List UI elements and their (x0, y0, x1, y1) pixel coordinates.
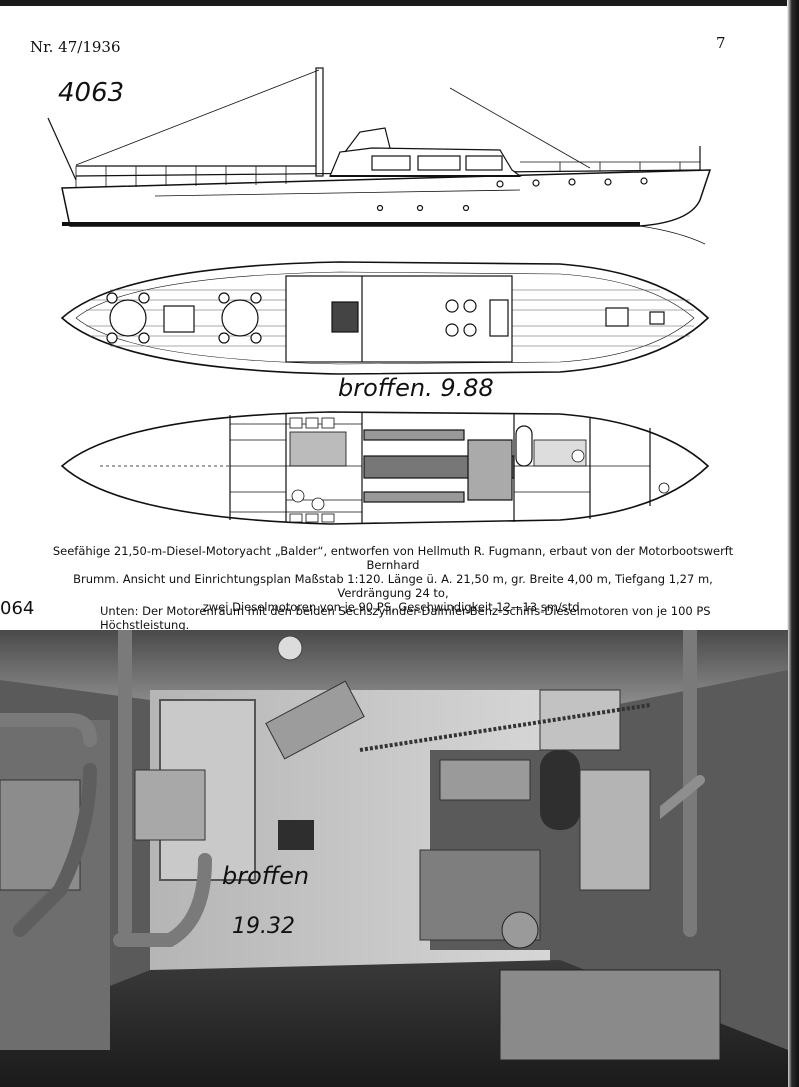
valve-fitting (278, 820, 314, 850)
caption-line-2: Brumm. Ansicht und Einrichtungsplan Maßs… (73, 572, 713, 600)
photo-caption: Unten: Der Motorenraum mit den beiden Se… (100, 604, 711, 632)
accommodation-plan (60, 411, 710, 525)
side-elevation (47, 67, 712, 245)
portholes (376, 177, 648, 212)
deck-furniture (106, 292, 665, 344)
hull-profile (61, 169, 712, 227)
handwritten-photo-note-2: 19.32 (232, 914, 295, 939)
deck-plan (60, 261, 710, 375)
yacht-drawings (47, 67, 712, 525)
right-engine (419, 689, 721, 1061)
drawing-caption: Seefähige 21,50-m-Diesel-Motoryacht „Bal… (48, 544, 738, 614)
wooden-beam (265, 680, 365, 760)
caption-line-1: Seefähige 21,50-m-Diesel-Motoryacht „Bal… (52, 544, 734, 572)
caption-line-3: zwei Dieselmotoren von je 90 PS, Geschwi… (202, 600, 584, 614)
engine-room-illustration (0, 630, 788, 1087)
page-right-edge (787, 0, 799, 1087)
ceiling-lamp (277, 635, 303, 661)
mast (315, 67, 324, 177)
handwritten-photo-number: 064 (0, 598, 35, 619)
issue-number: Nr. 47/1936 (30, 38, 121, 56)
page-top-edge (0, 0, 799, 6)
chain (359, 703, 651, 752)
page-number: 7 (716, 34, 726, 52)
handwritten-plan-number: 4063 (58, 78, 125, 108)
handwritten-photo-note-1: broffen (222, 862, 310, 890)
handwritten-plan-note: broffen. 9.88 (338, 374, 494, 402)
engine-room-photo: broffen 19.32 (0, 630, 788, 1087)
deckhouse-roof (285, 275, 513, 363)
